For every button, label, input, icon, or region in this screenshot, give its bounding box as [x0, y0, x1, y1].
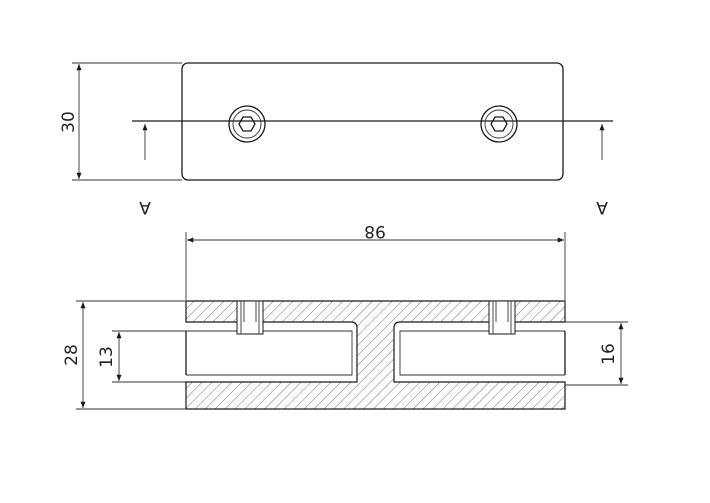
- h-profile-section: [185, 300, 566, 410]
- dimension-13-label: 13: [97, 346, 117, 368]
- screw-hole-left: [236, 300, 264, 335]
- hex-screw-left: [228, 105, 266, 143]
- dimension-13: 13: [97, 330, 186, 383]
- dimension-16-label: 16: [599, 343, 619, 365]
- section-marker-left: A: [139, 197, 151, 217]
- dimension-30: 30: [59, 62, 182, 181]
- section-arrow-right: A: [596, 124, 608, 217]
- left-inner-contour: [186, 330, 353, 376]
- dimension-28-label: 28: [62, 344, 82, 366]
- top-view: 30 A A: [59, 62, 613, 217]
- dimension-30-label: 30: [59, 111, 79, 133]
- section-marker-right: A: [596, 197, 608, 217]
- section-arrow-left: A: [139, 124, 151, 217]
- screw-hole-right: [488, 300, 516, 335]
- dimension-16: 16: [565, 321, 628, 386]
- dimension-28: 28: [62, 300, 186, 410]
- dimension-98-label: 98: [364, 221, 386, 241]
- right-inner-contour: [399, 330, 565, 376]
- dimension-98: 98: [185, 221, 566, 300]
- section-view: 98 28: [62, 221, 628, 410]
- hex-screw-right: [480, 105, 518, 143]
